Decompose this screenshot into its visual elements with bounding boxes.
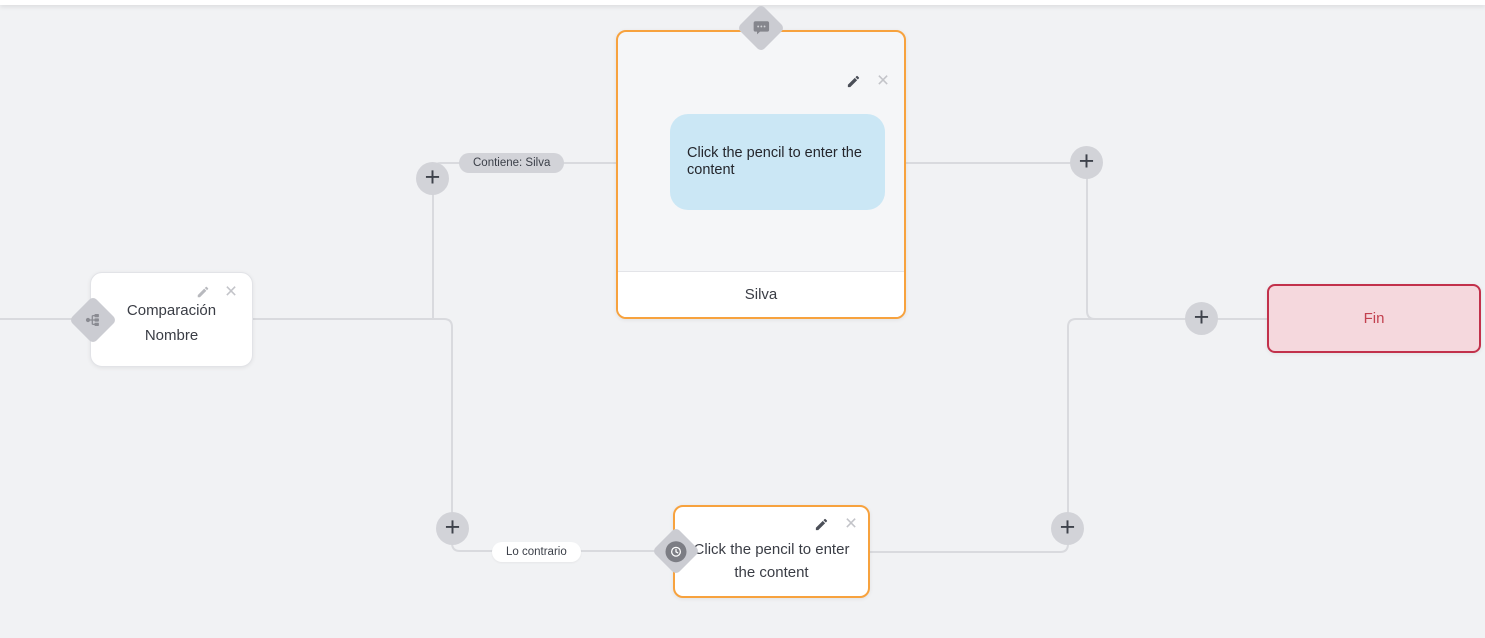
delay-type-badge [651,526,701,576]
edge-label-otherwise[interactable]: Lo contrario [492,542,581,562]
edit-node-button[interactable] [812,515,830,533]
edge-label-condition[interactable]: Contiene: Silva [459,153,565,173]
add-node-button-condition-branch[interactable]: + [416,162,449,195]
add-node-button-before-end[interactable]: + [1185,302,1218,335]
edit-node-button[interactable] [844,72,862,90]
add-node-button-after-delay[interactable]: + [1051,512,1084,545]
delete-node-button[interactable]: × [874,69,892,92]
edge-label-text: Contiene: Silva [473,157,551,169]
edge-comparison-to-otherwise [253,318,674,552]
node-footer-label: Silva [744,286,778,303]
edge-delay-to-end [869,318,1100,553]
edge-label-text: Lo contrario [506,546,567,558]
close-icon: × [224,280,238,303]
node-message[interactable]: × Click the pencil to enter the content … [616,30,906,319]
delete-node-button[interactable]: × [842,512,860,535]
node-footer: Silva [618,271,904,317]
branch-icon [85,312,101,328]
add-node-button-otherwise-branch[interactable]: + [436,512,469,545]
edit-node-button[interactable] [194,283,212,301]
delete-node-button[interactable]: × [222,280,240,303]
message-preview-bubble: Click the pencil to enter the content [670,114,885,210]
delay-placeholder-text: Click the pencil to enter the content [693,541,850,581]
node-end[interactable]: Fin [1267,284,1481,353]
node-title-line2: Nombre [144,327,199,344]
message-type-badge [736,3,786,53]
clock-icon [665,540,687,562]
edge-comparison-to-condition [432,162,617,319]
add-node-button-after-message[interactable]: + [1070,146,1103,179]
chat-icon [753,20,770,36]
node-title-line1: Comparación [126,302,217,319]
node-delay[interactable]: × Click the pencil to enter the content [673,505,870,598]
comparison-type-badge [68,295,118,345]
close-icon: × [844,512,858,535]
message-placeholder-text: Click the pencil to enter the content [687,145,862,178]
close-icon: × [876,69,890,92]
node-comparison[interactable]: × Comparación Nombre [90,272,253,367]
pencil-icon [197,286,209,298]
pencil-icon [847,75,859,87]
pencil-icon [815,518,827,530]
canvas-top-edge [0,0,1485,5]
end-node-label: Fin [1363,310,1385,327]
edge-message-to-end [905,162,1268,320]
